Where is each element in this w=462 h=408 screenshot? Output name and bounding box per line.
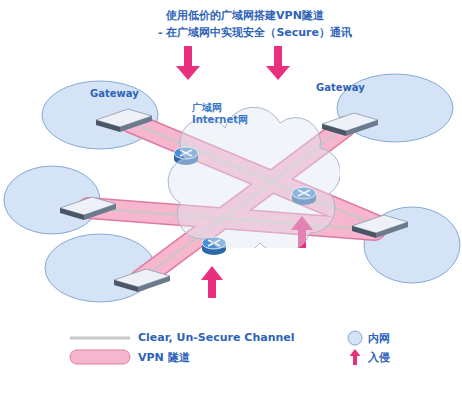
legend-text: 内网 [368,331,390,346]
internet-cloud: 广域网 Internet网 [150,92,340,248]
legend-text: Clear, Un-Secure Channel [138,331,295,344]
gateway-label: Gateway [316,82,365,93]
subtitle: - 在广域网中实现安全（Secure）通讯 [158,25,352,40]
gateway-label: Gateway [90,88,139,99]
legend-text: VPN 隧道 [138,350,190,365]
cloud-label: 广域网 Internet网 [192,102,250,126]
diagram-title: 使用低价的广域网搭建VPN隧道 [166,8,324,23]
legend-text: 入侵 [368,350,390,365]
